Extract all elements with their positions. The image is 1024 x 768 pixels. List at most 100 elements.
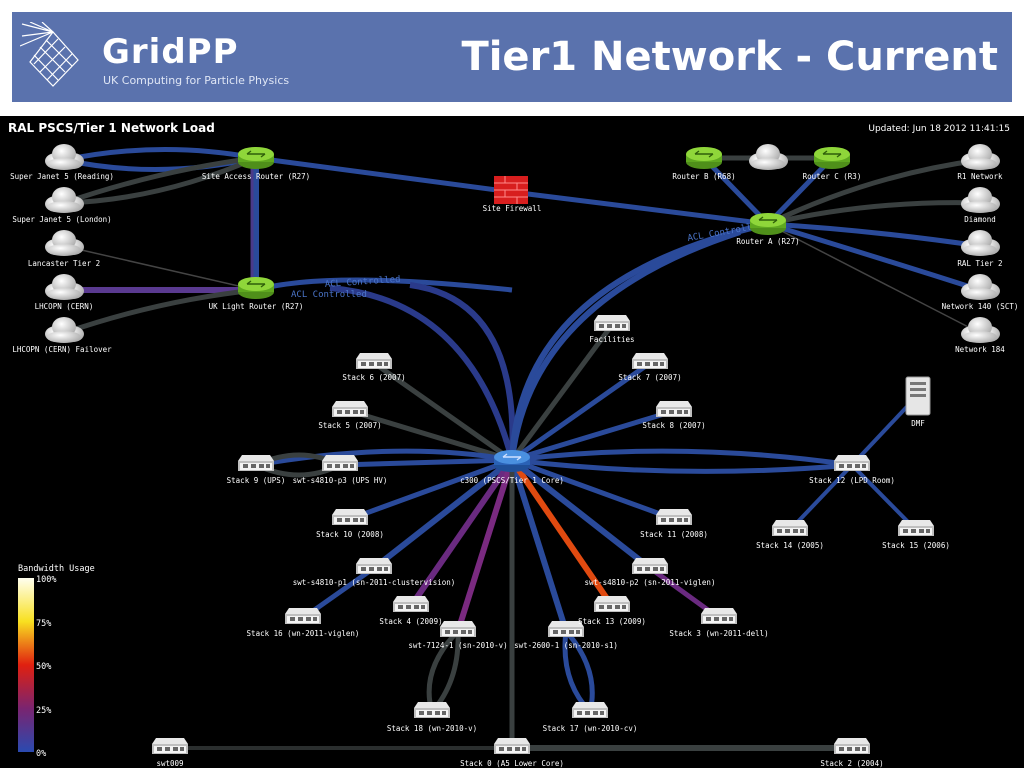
node-label: Stack 6 (2007) [342,373,405,382]
network-diagram: ACL Controlled ACL Controlled ACL Contro… [10,144,1019,768]
link [408,458,515,608]
node-label: Router B (R68) [672,172,735,181]
link [255,448,513,468]
node-label: Stack 17 (wn-2010-cv) [543,724,638,733]
bandwidth-legend: Bandwidth Usage 100% 75% 50% 25% 0% [18,564,95,759]
node-label: c300 (PSCS/Tier 1 Core) [460,476,564,485]
switch-icon [356,353,392,369]
switch-icon [834,738,870,754]
link [767,221,981,249]
switch-icon [393,596,429,612]
switch-icon [152,738,188,754]
node-label: R1 Network [957,172,1003,181]
switch-icon [594,315,630,331]
link [329,285,515,461]
node-label: Stack 10 (2008) [316,530,384,539]
link [767,223,981,334]
link [702,156,770,226]
acl-label: ACL Controlled [325,275,401,290]
link [767,200,981,227]
node-label: swt-s4810-p1 (sn-2011-clustervision) [293,578,456,587]
cloud-icon [45,187,84,213]
link [511,457,675,522]
node-label: Network 140 (SCT) [942,302,1019,311]
legend-tick: 25% [36,706,51,716]
node-label: swt009 [156,759,183,768]
node-label: Network 184 [955,345,1005,354]
switch-icon [322,455,358,471]
node-label: Stack 7 (2007) [618,373,681,382]
cloud-icon [45,274,84,300]
router-icon [685,146,723,170]
node-label: swt-s4810-p3 (UPS HV) [293,476,388,485]
link [767,221,981,293]
link [63,245,257,291]
node-label: Stack 13 (2009) [578,617,646,626]
link [372,360,514,463]
switch-icon [656,401,692,417]
link [63,147,257,163]
node-label: Stack 14 (2005) [756,541,824,550]
cloud-icon [961,144,1000,170]
link [349,408,513,463]
link [788,463,854,532]
node-label: DMF [911,419,925,428]
node-label: Super Janet 5 (Reading) [10,172,114,181]
logo-subtitle: UK Computing for Particle Physics [103,74,290,87]
node-label: LHCOPN (CERN) Failover [12,345,112,354]
node-label: Stack 11 (2008) [640,530,708,539]
switch-icon [332,401,368,417]
cloud-icon [749,144,788,170]
cloud-icon [45,144,84,170]
logo-name: GridPP [102,32,239,72]
switch-icon [701,608,737,624]
router-icon [237,276,275,300]
switch-icon [285,608,321,624]
legend-tick: 50% [36,662,51,672]
link [510,360,652,463]
switch-icon [356,558,392,574]
node-label: Router C (R3) [803,172,862,181]
link [766,156,834,226]
node-label: swt-7124-1 (sn-2010-v) [408,641,507,650]
switch-icon [898,520,934,536]
link [509,221,769,461]
router-icon [813,146,851,170]
link [511,448,853,468]
acl-label: ACL Controlled [291,290,367,300]
switch-icon [238,455,274,471]
node-label: Site Firewall [483,204,542,213]
link [63,155,258,206]
link [766,157,981,227]
node-label: Stack 15 (2006) [882,541,950,550]
router-icon [237,146,275,170]
gridpp-logo-icon [20,22,79,87]
node-label: Stack 5 (2007) [318,421,381,430]
cloud-icon [961,230,1000,256]
node-label: Stack 0 (A5 Lower Core) [460,759,564,768]
link [511,408,675,463]
switch-icon [494,738,530,754]
node-label: Stack 4 (2009) [379,617,442,626]
slide-header: GridPP UK Computing for Particle Physics… [12,12,1012,102]
legend-title: Bandwidth Usage [18,564,95,574]
node-label: Stack 9 (UPS) [227,476,286,485]
link [455,459,515,632]
node-label: Facilities [589,335,634,344]
link [510,457,652,571]
node-label: LHCOPN (CERN) [35,302,94,311]
links [63,147,981,751]
node-label: Stack 18 (wn-2010-v) [387,724,477,733]
link [372,457,514,571]
cloud-icon [45,317,84,343]
switch-icon [440,621,476,637]
node-label: swt-2600-1 (sn-2010-s1) [514,641,618,650]
switch-icon [632,558,668,574]
legend-tick: 100% [36,575,56,585]
switch-icon [332,509,368,525]
switch-icon [594,596,630,612]
link [850,463,918,532]
link [63,155,257,206]
slide-title: Tier1 Network - Current [461,34,998,80]
network-load-panel: RAL PSCS/Tier 1 Network Load Updated: Ju… [0,116,1024,768]
